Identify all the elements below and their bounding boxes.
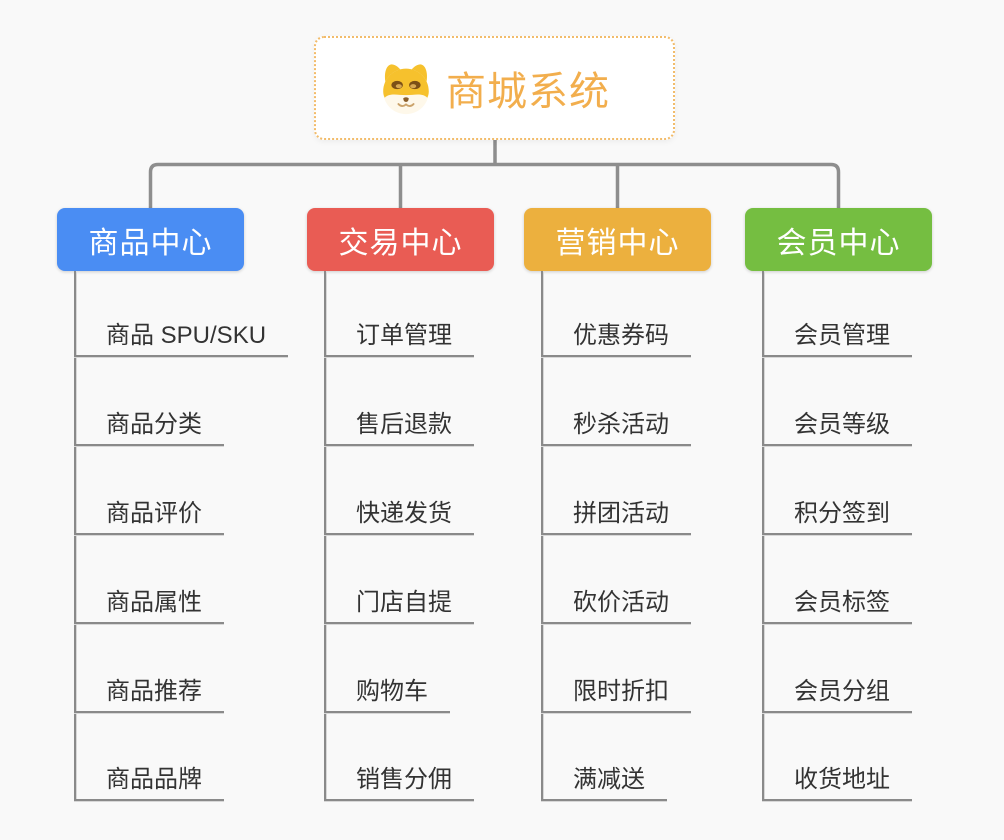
leaf-topic[interactable]: 销售分佣 xyxy=(324,759,474,801)
leaf-topic[interactable]: 门店自提 xyxy=(324,582,474,624)
leaf-topic[interactable]: 快递发货 xyxy=(324,493,474,535)
branch-node-1[interactable]: 商品中心 xyxy=(57,208,244,271)
leaf-topic[interactable]: 售后退款 xyxy=(324,404,474,446)
leaf-topic[interactable]: 商品属性 xyxy=(74,582,224,624)
leaf-topic[interactable]: 商品推荐 xyxy=(74,671,224,713)
leaf-topic[interactable]: 拼团活动 xyxy=(541,493,691,535)
leaf-topic[interactable]: 订单管理 xyxy=(324,315,474,357)
leaf-topic[interactable]: 商品评价 xyxy=(74,493,224,535)
branch-spine-3 xyxy=(541,271,543,801)
branch-node-4[interactable]: 会员中心 xyxy=(745,208,932,271)
branch-spine-1 xyxy=(74,271,76,801)
leaf-topic[interactable]: 会员分组 xyxy=(762,671,912,713)
branch-spine-2 xyxy=(324,271,326,801)
leaf-topic[interactable]: 商品 SPU/SKU xyxy=(74,315,289,357)
branch-spine-4 xyxy=(762,271,764,801)
leaf-topic[interactable]: 会员标签 xyxy=(762,582,912,624)
leaf-topic[interactable]: 收货地址 xyxy=(762,759,912,801)
branch-node-3[interactable]: 营销中心 xyxy=(524,208,711,271)
leaf-topic[interactable]: 积分签到 xyxy=(762,493,912,535)
leaf-topic[interactable]: 商品分类 xyxy=(74,404,224,446)
leaf-topic[interactable]: 商品品牌 xyxy=(74,759,224,801)
leaf-topic[interactable]: 优惠券码 xyxy=(541,315,691,357)
shiba-dog-icon xyxy=(379,61,433,115)
branch-node-2[interactable]: 交易中心 xyxy=(307,208,494,271)
leaf-topic[interactable]: 满减送 xyxy=(541,759,667,801)
leaf-topic[interactable]: 会员管理 xyxy=(762,315,912,357)
leaf-topic[interactable]: 秒杀活动 xyxy=(541,404,691,446)
leaf-topic[interactable]: 限时折扣 xyxy=(541,671,691,713)
leaf-topic[interactable]: 购物车 xyxy=(324,671,450,713)
root-title: 商城系统 xyxy=(446,70,610,114)
root-node[interactable]: 商城系统 xyxy=(314,36,675,140)
leaf-topic[interactable]: 砍价活动 xyxy=(541,582,691,624)
leaf-topic[interactable]: 会员等级 xyxy=(762,404,912,446)
